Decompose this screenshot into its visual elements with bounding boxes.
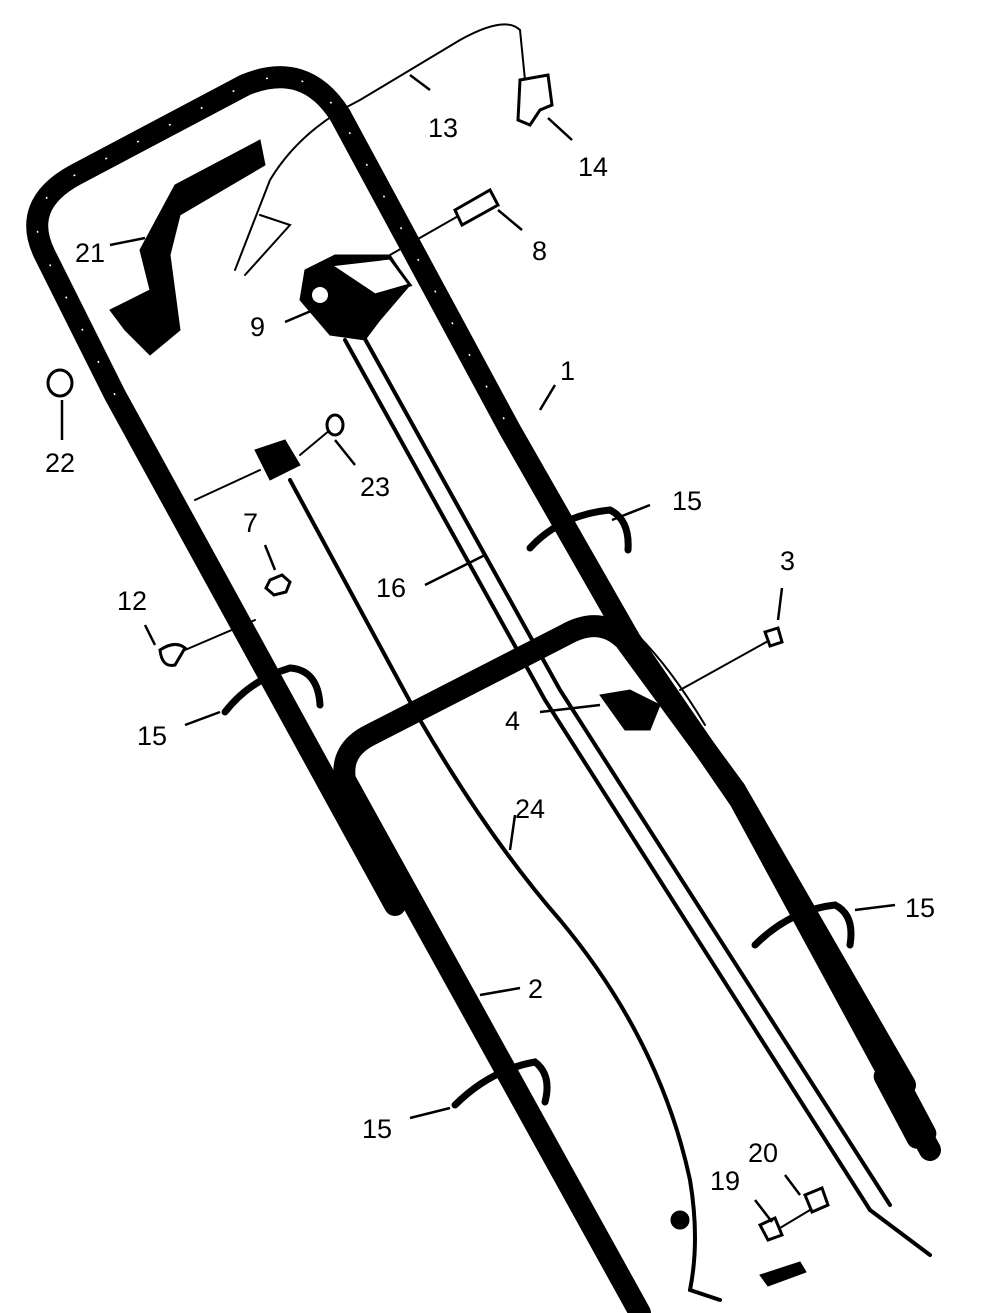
cable-24 (288, 478, 697, 1292)
label-12: 12 (117, 586, 147, 616)
label-15-d: 15 (362, 1114, 392, 1144)
callout-labels: 13 14 8 21 9 1 22 23 15 7 16 3 12 4 15 2… (45, 113, 935, 1196)
label-20: 20 (748, 1138, 778, 1168)
bolt-8 (389, 187, 501, 256)
lower-handle (333, 615, 937, 1313)
cable-13 (234, 23, 526, 271)
label-24: 24 (515, 794, 545, 824)
knob-22 (46, 368, 74, 398)
nut-7 (264, 573, 292, 597)
upper-handle (26, 66, 941, 1161)
label-15-c: 15 (905, 893, 935, 923)
switch-23 (194, 413, 345, 501)
label-7: 7 (243, 508, 258, 538)
label-21: 21 (75, 238, 105, 268)
label-1: 1 (560, 356, 575, 386)
label-16: 16 (376, 573, 406, 603)
fitting-20 (803, 1186, 830, 1214)
label-13: 13 (428, 113, 458, 143)
cables (234, 23, 932, 1302)
label-15-b: 15 (137, 721, 167, 751)
label-8: 8 (532, 236, 547, 266)
label-2: 2 (528, 974, 543, 1004)
label-22: 22 (45, 448, 75, 478)
label-23: 23 (360, 472, 390, 502)
bolt-3 (679, 626, 784, 691)
label-9: 9 (250, 312, 265, 342)
fitting-19 (757, 1209, 811, 1242)
eyebolt-12 (158, 619, 256, 667)
spring-fitting (670, 1210, 807, 1287)
control-housing-9 (299, 254, 413, 341)
leader-lines (60, 74, 896, 1223)
cable-clips-15 (221, 506, 855, 1109)
knob-4 (599, 689, 661, 731)
label-19: 19 (710, 1166, 740, 1196)
bracket-21 (109, 139, 266, 356)
label-15-a: 15 (672, 486, 702, 516)
cable-16 (343, 338, 872, 1212)
label-4: 4 (505, 706, 520, 736)
label-14: 14 (578, 152, 608, 182)
clip-14 (516, 73, 554, 127)
label-3: 3 (780, 546, 795, 576)
